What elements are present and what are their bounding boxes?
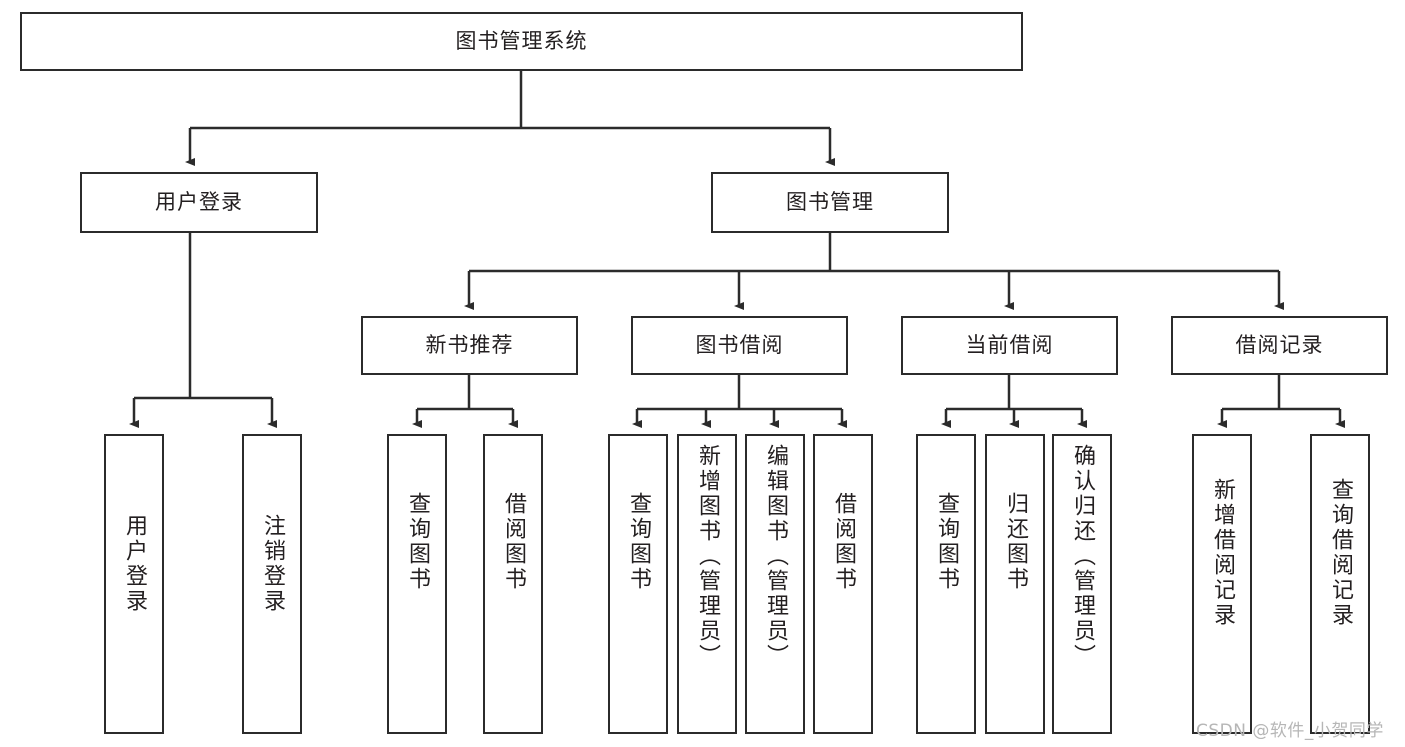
- node-leaf-borrow-book-recommend[interactable]: 借阅图书: [483, 434, 543, 734]
- node-label: 查询图书: [405, 492, 430, 592]
- node-leaf-borrow-book[interactable]: 借阅图书: [813, 434, 873, 734]
- node-label: 图书管理: [786, 190, 874, 215]
- node-label: 新增图书（管理员）: [695, 444, 720, 669]
- node-label: 查询图书: [934, 492, 959, 592]
- node-label: 当前借阅: [965, 333, 1054, 358]
- node-leaf-edit-book-admin[interactable]: 编辑图书（管理员）: [745, 434, 805, 734]
- node-leaf-add-book-admin[interactable]: 新增图书（管理员）: [677, 434, 737, 734]
- node-leaf-logout[interactable]: 注销登录: [242, 434, 302, 734]
- node-label: 查询图书: [626, 492, 651, 592]
- node-leaf-query-book-borrow[interactable]: 查询图书: [608, 434, 668, 734]
- node-label: 图书管理系统: [455, 29, 588, 54]
- node-label: 查询借阅记录: [1328, 478, 1353, 628]
- node-borrow-record[interactable]: 借阅记录: [1171, 316, 1388, 375]
- node-leaf-user-login[interactable]: 用户登录: [104, 434, 164, 734]
- node-label: 用户登录: [155, 190, 243, 215]
- node-new-book-recommend[interactable]: 新书推荐: [361, 316, 578, 375]
- node-leaf-query-book-recommend[interactable]: 查询图书: [387, 434, 447, 734]
- node-label: 借阅图书: [501, 492, 526, 592]
- node-label: 归还图书: [1003, 492, 1028, 592]
- node-user-login[interactable]: 用户登录: [80, 172, 318, 233]
- node-book-management[interactable]: 图书管理: [711, 172, 949, 233]
- node-leaf-confirm-return-admin[interactable]: 确认归还（管理员）: [1052, 434, 1112, 734]
- node-label: 注销登录: [260, 514, 285, 614]
- node-leaf-query-borrow-record[interactable]: 查询借阅记录: [1310, 434, 1370, 734]
- node-leaf-return-book[interactable]: 归还图书: [985, 434, 1045, 734]
- node-label: 图书借阅: [695, 333, 784, 358]
- node-root-book-management-system[interactable]: 图书管理系统: [20, 12, 1023, 71]
- node-label: 新增借阅记录: [1210, 478, 1235, 628]
- node-leaf-add-borrow-record[interactable]: 新增借阅记录: [1192, 434, 1252, 734]
- node-label: 用户登录: [122, 514, 147, 614]
- watermark: CSDN @软件_小贺同学: [1196, 721, 1384, 741]
- node-current-borrow[interactable]: 当前借阅: [901, 316, 1118, 375]
- node-label: 确认归还（管理员）: [1070, 444, 1095, 669]
- node-label: 借阅记录: [1235, 333, 1324, 358]
- node-leaf-query-book-current[interactable]: 查询图书: [916, 434, 976, 734]
- node-label: 编辑图书（管理员）: [763, 444, 788, 669]
- node-label: 新书推荐: [425, 333, 514, 358]
- node-book-borrow[interactable]: 图书借阅: [631, 316, 848, 375]
- node-label: 借阅图书: [831, 492, 856, 592]
